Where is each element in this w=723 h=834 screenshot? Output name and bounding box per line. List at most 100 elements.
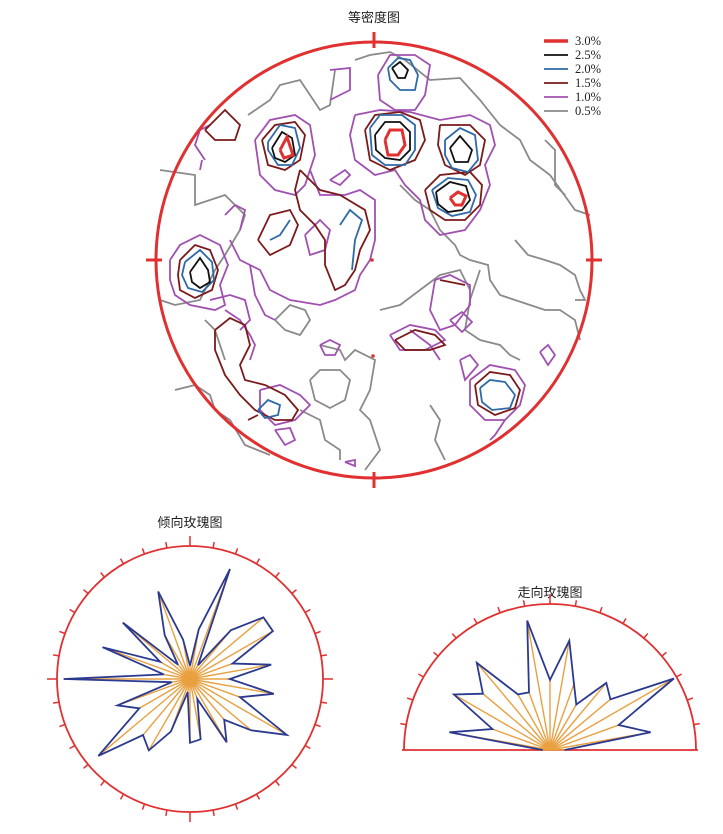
dip-rose-ray [138, 678, 191, 709]
strike-rose-tick [473, 617, 478, 624]
dip-rose: 倾向玫瑰图 [47, 515, 333, 822]
legend-label: 2.0% [575, 62, 601, 76]
dip-rose-tick [100, 780, 106, 786]
dip-rose-ray [159, 661, 191, 680]
contour-1-5 [177, 108, 521, 421]
strike-rose-ray [476, 662, 551, 751]
dip-rose-ray [189, 616, 264, 680]
dip-rose-ray [189, 678, 241, 698]
dip-rose-tick [274, 780, 280, 786]
dip-rose-ray [102, 646, 191, 680]
dip-rose-tick [52, 654, 60, 657]
dip-rose-ray [142, 678, 191, 736]
legend-label: 0.5% [575, 104, 601, 118]
strike-rose-tick [433, 651, 439, 657]
strike-rose-tick [676, 673, 683, 678]
strike-rose-ray [526, 620, 551, 751]
legend-label: 3.0% [575, 34, 601, 48]
dip-rose-tick [141, 803, 146, 810]
dip-rose-ray [189, 663, 272, 680]
strike-rose-ray [549, 704, 577, 751]
strike-rose-tick [599, 606, 603, 614]
contour-2-0 [181, 57, 517, 419]
strike-rose-rays [449, 620, 675, 751]
dip-rose-tick [100, 572, 106, 578]
dip-rose-tick [119, 558, 125, 565]
strike-rose-tick [417, 673, 424, 678]
strike-rose-ray [549, 724, 619, 751]
legend-item: 1.5% [544, 76, 601, 90]
dip-rose-tick [52, 701, 60, 704]
dip-rose-tick [314, 723, 321, 728]
strike-rose-tick [643, 633, 649, 639]
dip-rose-tick [255, 793, 261, 800]
contour-1-0 [169, 54, 557, 468]
contour-plot-title: 等密度图 [348, 10, 400, 26]
dip-rose-tick [69, 608, 76, 614]
dip-rose-ray [189, 662, 233, 680]
dip-rose-tick [274, 572, 280, 578]
dip-rose-tick [165, 809, 168, 817]
strike-rose-tick [522, 600, 526, 607]
dip-rose-tick [291, 589, 297, 595]
dip-rose-ray [163, 673, 191, 680]
strike-rose-ray [492, 728, 551, 751]
contour-plot: 等密度图 [146, 10, 602, 488]
dip-rose-tick [304, 744, 311, 750]
dip-rose-tick [119, 793, 125, 800]
dip-rose-tick [291, 763, 297, 769]
strike-rose-outline [449, 620, 675, 751]
strike-rose-tick [574, 600, 578, 607]
legend-label: 1.5% [575, 76, 601, 90]
dip-rose-tick [141, 548, 146, 555]
legend-item: 2.5% [544, 48, 601, 62]
dip-rose-tick [320, 701, 328, 704]
strike-rose-tick [451, 633, 457, 639]
contour-center-points [370, 258, 375, 358]
legend-item: 3.0% [544, 34, 601, 48]
contour-frame-ticks [146, 32, 602, 488]
dip-rose-tick [83, 763, 89, 769]
contour-2-5 [189, 60, 474, 290]
strike-rose-ray [517, 694, 551, 751]
strike-rose-tick [406, 697, 414, 701]
strike-rose: 走向玫瑰图 [400, 585, 700, 751]
dip-rose-tick [304, 608, 311, 614]
strike-rose-title: 走向玫瑰图 [517, 585, 582, 601]
dip-rose-ray [97, 678, 191, 757]
dip-rose-ray [189, 630, 274, 680]
legend-item: 1.0% [544, 90, 601, 104]
strike-rose-tick [622, 617, 627, 624]
strike-rose-tick [400, 722, 407, 726]
legend-item: 2.0% [544, 62, 601, 76]
dip-rose-tick [59, 723, 66, 728]
dip-rose-ray [189, 678, 274, 695]
strike-rose-tick [497, 606, 501, 614]
strike-rose-tick [693, 722, 700, 726]
dip-rose-ray [189, 678, 202, 740]
strike-rose-ray [549, 698, 611, 751]
dip-rose-tick [212, 809, 215, 817]
dip-rose-title: 倾向玫瑰图 [157, 515, 222, 531]
dip-rose-tick [320, 654, 328, 657]
dip-rose-tick [234, 803, 239, 810]
dip-rose-tick [212, 541, 215, 549]
dip-rose-tick [83, 589, 89, 595]
dip-rose-ray [189, 678, 288, 736]
strike-rose-ray [482, 693, 551, 751]
dip-rose-tick [69, 744, 76, 750]
strike-rose-ray [549, 683, 575, 751]
dip-rose-ray [189, 678, 252, 731]
contour-legend: 3.0% 2.5% 2.0% 1.5% 1.0% 0.5% [544, 34, 601, 118]
strike-rose-ray [549, 640, 570, 751]
dip-rose-outline [63, 568, 290, 757]
strike-rose-ray [528, 692, 551, 751]
strike-rose-tick [686, 697, 694, 701]
contour-3-0 [278, 128, 468, 207]
dip-rose-ray [157, 591, 191, 680]
dip-rose-tick [59, 630, 66, 635]
dip-rose-ticks [47, 536, 333, 822]
legend-label: 2.5% [575, 48, 601, 62]
strike-rose-tick [661, 651, 667, 657]
dip-rose-tick [255, 558, 261, 565]
